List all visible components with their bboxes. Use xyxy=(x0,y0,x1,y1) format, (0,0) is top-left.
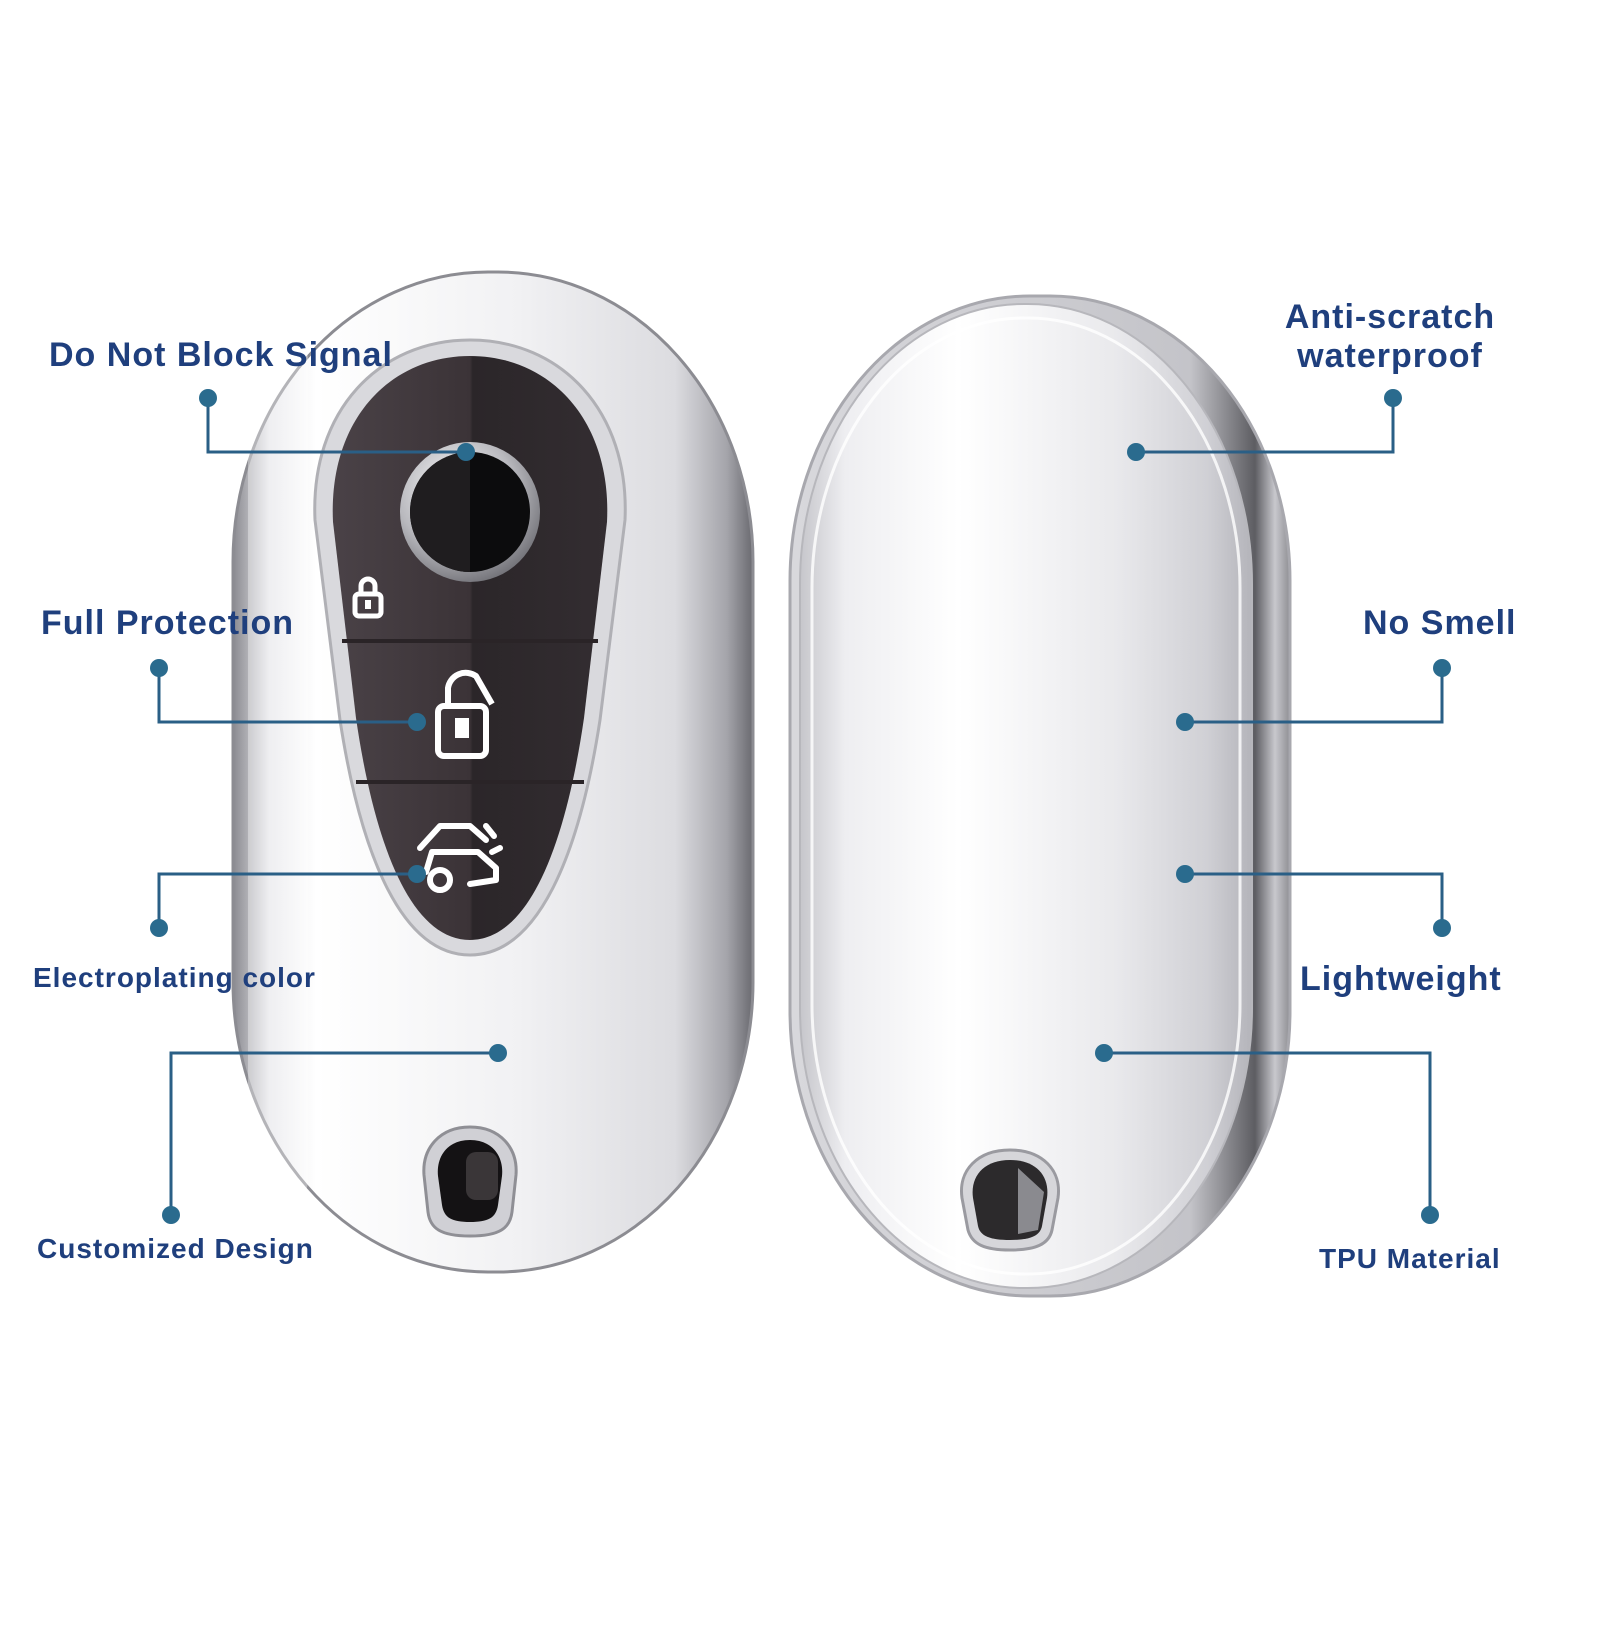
keyring-hole xyxy=(422,1125,518,1238)
back-key-case xyxy=(788,294,1292,1298)
unlock-icon xyxy=(435,669,495,759)
callout-dot-full-end xyxy=(150,659,168,677)
callout-dot-electro-target xyxy=(408,865,426,883)
label-do-not-block-signal: Do Not Block Signal xyxy=(49,336,393,374)
callout-line-anti-scratch xyxy=(1136,398,1395,454)
label-tpu-material: TPU Material xyxy=(1319,1243,1501,1274)
callout-dot-smell-end xyxy=(1433,659,1451,677)
callout-line-no-smell xyxy=(1185,668,1444,724)
trunk-icon xyxy=(417,823,503,893)
callout-dot-light-target xyxy=(1176,865,1194,883)
callout-line-tpu xyxy=(1104,1051,1432,1215)
callout-dot-tpu-target xyxy=(1095,1044,1113,1062)
label-no-smell: No Smell xyxy=(1363,604,1517,642)
lock-icon xyxy=(352,576,384,619)
callout-dot-light-end xyxy=(1433,919,1451,937)
callout-dot-custom-end xyxy=(162,1206,180,1224)
callout-line-lightweight xyxy=(1185,872,1444,928)
front-key-case xyxy=(231,270,755,1274)
callout-dot-tpu-end xyxy=(1421,1206,1439,1224)
label-lightweight: Lightweight xyxy=(1300,960,1502,998)
label-anti-scratch: Anti-scratch xyxy=(1284,298,1496,336)
callout-dot-anti-end xyxy=(1384,389,1402,407)
back-keyring-hole xyxy=(960,1148,1060,1252)
callout-dot-signal-target xyxy=(457,443,475,461)
label-anti-scratch-waterproof: Anti-scratch waterproof xyxy=(1270,298,1510,376)
callout-line-electroplating xyxy=(157,872,417,928)
callout-dot-smell-target xyxy=(1176,713,1194,731)
callout-line-signal xyxy=(206,398,466,454)
callout-dot-signal-end xyxy=(199,389,217,407)
callout-line-full-protection xyxy=(157,668,417,724)
label-full-protection: Full Protection xyxy=(41,604,294,642)
label-electroplating-color: Electroplating color xyxy=(33,962,316,993)
callout-dot-anti-target xyxy=(1127,443,1145,461)
callout-dot-full-target xyxy=(408,713,426,731)
label-waterproof: waterproof xyxy=(1297,337,1483,376)
label-customized-design: Customized Design xyxy=(37,1233,314,1264)
callout-line-customized xyxy=(169,1051,498,1215)
callout-dot-electro-end xyxy=(150,919,168,937)
callout-dot-custom-target xyxy=(489,1044,507,1062)
